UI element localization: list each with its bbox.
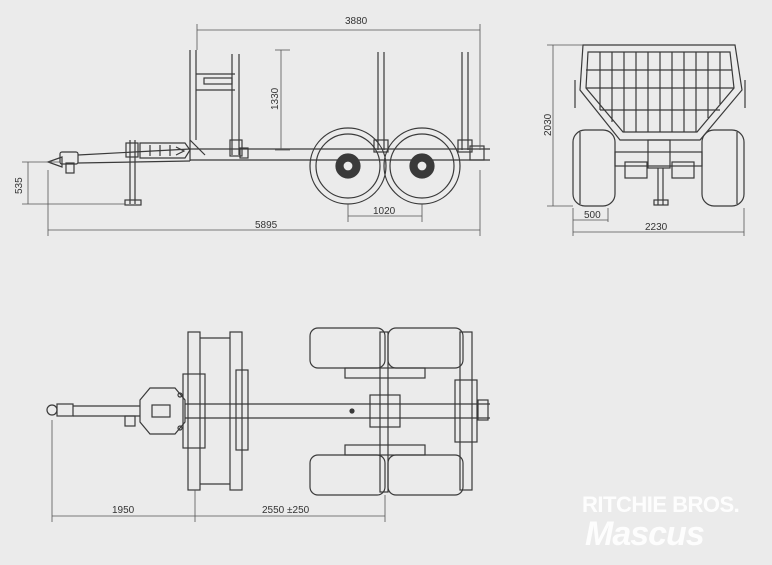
- side-support-leg: [124, 140, 142, 206]
- dim-overall-length: 5895: [255, 220, 278, 231]
- side-dimensions: [22, 24, 481, 236]
- top-dimensions: [51, 420, 386, 522]
- rear-wheel-right: [701, 129, 745, 207]
- dim-overall-top: 3880: [345, 16, 368, 27]
- dim-rear-offset: 500: [584, 210, 601, 221]
- dim-rear-width: 2230: [645, 222, 668, 233]
- rear-headboard: [574, 44, 746, 141]
- side-front-bolster: [189, 50, 249, 159]
- top-rear-bolster: [454, 331, 489, 491]
- rear-dimensions: [547, 44, 745, 236]
- side-mid-stakes: [373, 52, 485, 161]
- watermark-mascus: Mascus: [585, 515, 704, 553]
- rear-view: [572, 44, 746, 207]
- dim-stake-height: 1330: [270, 87, 281, 110]
- dim-drawbar-length: 1950: [112, 505, 135, 516]
- rear-wheel-left: [572, 129, 616, 207]
- side-wheel-rear: [383, 127, 461, 205]
- side-wheel-front: [309, 127, 387, 205]
- top-crane-base: [139, 387, 186, 435]
- dim-rear-height: 2030: [543, 113, 554, 136]
- watermark-ritchie-bros: RITCHIE BROS.: [582, 492, 739, 517]
- dim-wheelbase: 2550 ±250: [262, 505, 310, 516]
- side-view: [46, 50, 490, 206]
- side-crane-base: [139, 142, 191, 159]
- side-drawbar: [46, 148, 191, 174]
- rear-axle: [614, 139, 703, 206]
- top-main-frame: [185, 403, 490, 419]
- top-front-bolster: [182, 331, 249, 491]
- top-view: [46, 327, 490, 496]
- top-axle-bogie: [309, 327, 464, 496]
- watermark: RITCHIE BROS. Mascus: [582, 492, 740, 553]
- dim-axle-spacing: 1020: [373, 206, 396, 217]
- dim-hitch-height: 535: [14, 177, 25, 194]
- top-drawbar: [46, 403, 140, 427]
